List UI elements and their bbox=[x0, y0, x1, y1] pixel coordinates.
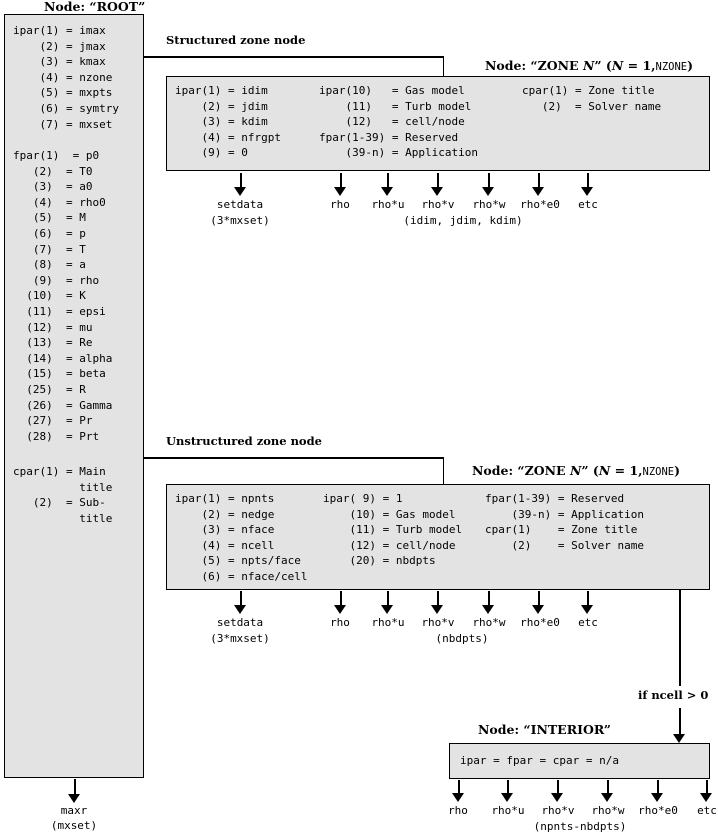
interior-output-arrow-0 bbox=[452, 780, 465, 802]
connector-root-to-structured-horizontal bbox=[144, 56, 444, 58]
structured-zone-flow-label: Structured zone node bbox=[166, 33, 306, 47]
interior-output-label-1: rho*u bbox=[491, 804, 525, 817]
structured-zone-node-title: Node: “ZONE N” (N = 1,NZONE) bbox=[485, 58, 693, 73]
unstructured-zone-node-title: Node: “ZONE N” (N = 1,NZONE) bbox=[472, 463, 680, 478]
zone-title-eq: = 1, bbox=[623, 58, 656, 73]
structured-output-arrow-1 bbox=[334, 173, 347, 197]
unstructured-output-arrow-4 bbox=[482, 591, 495, 615]
root-node-box: ipar(1) = imax (2) = jmax (3) = kmax (4)… bbox=[4, 14, 144, 778]
structured-output-label-4: rho*w bbox=[472, 198, 506, 211]
structured-output-label-0: setdata bbox=[216, 198, 264, 211]
unstructured-output-arrow-3 bbox=[431, 591, 444, 615]
structured-ipar-col: ipar(1) = idim (2) = jdim (3) = kdim (4)… bbox=[175, 84, 281, 160]
zone-title-n2-2: N bbox=[598, 463, 611, 478]
root-output-label: maxr bbox=[60, 804, 88, 817]
structured-output-arrow-6 bbox=[581, 173, 594, 197]
structured-cpar-col: cpar(1) = Zone title (2) = Solver name bbox=[522, 84, 662, 113]
unstructured-output-sublabel-0: (3*mxset) bbox=[210, 632, 270, 645]
unstructured-output-label-4: rho*w bbox=[472, 616, 506, 629]
root-output-arrow bbox=[68, 779, 81, 803]
zone-title-nzone: NZONE bbox=[655, 61, 688, 73]
unstructured-zone-flow-label: Unstructured zone node bbox=[166, 434, 322, 448]
root-output-sublabel: (mxset) bbox=[50, 819, 98, 832]
zone-title-nzone-2: NZONE bbox=[642, 466, 675, 478]
root-cpar-block: cpar(1) = Main title (2) = Sub- title bbox=[13, 465, 113, 525]
zone-title-prefix: Node: “ZONE bbox=[485, 58, 583, 73]
structured-output-label-2: rho*u bbox=[371, 198, 405, 211]
unstructured-output-label-6: etc bbox=[578, 616, 598, 629]
unstructured-output-label-0: setdata bbox=[216, 616, 264, 629]
unstructured-output-arrow-2 bbox=[381, 591, 394, 615]
interior-output-arrow-3 bbox=[601, 780, 614, 802]
interior-output-label-2: rho*v bbox=[541, 804, 575, 817]
interior-input-arrow bbox=[673, 708, 686, 744]
structured-output-label-5: rho*e0 bbox=[520, 198, 560, 211]
unstructured-ipar2-col: ipar( 9) = 1 (10) = Gas model (11) = Tur… bbox=[323, 492, 463, 568]
unstructured-output-label-3: rho*v bbox=[421, 616, 455, 629]
unstructured-output-arrow-6 bbox=[581, 591, 594, 615]
root-ipar-block: ipar(1) = imax (2) = jmax (3) = kmax (4)… bbox=[13, 24, 119, 131]
interior-output-label-3: rho*w bbox=[591, 804, 625, 817]
interior-output-label-4: rho*e0 bbox=[638, 804, 678, 817]
ncell-condition-label: if ncell > 0 bbox=[638, 688, 709, 702]
interior-node-title: Node: “INTERIOR” bbox=[478, 722, 611, 737]
zone-title-n2: N bbox=[611, 58, 624, 73]
interior-output-arrow-2 bbox=[551, 780, 564, 802]
structured-output-label-6: etc bbox=[578, 198, 598, 211]
unstructured-output-label-1: rho bbox=[330, 616, 350, 629]
structured-output-arrow-5 bbox=[532, 173, 545, 197]
unstructured-dims-note: (nbdpts) bbox=[435, 632, 489, 645]
interior-output-arrow-4 bbox=[651, 780, 664, 802]
structured-dims-note: (idim, jdim, kdim) bbox=[403, 214, 523, 227]
root-fpar-block: fpar(1) = p0 (2) = T0 (3) = a0 (4) = rho… bbox=[13, 149, 113, 443]
connector-root-to-structured-vertical bbox=[442, 56, 444, 77]
zone-title-prefix-2: Node: “ZONE bbox=[472, 463, 570, 478]
structured-output-arrow-0 bbox=[234, 173, 247, 197]
connector-root-to-unstructured-vertical bbox=[442, 457, 444, 484]
zone-title-suffix-2: ) bbox=[674, 463, 681, 478]
interior-output-label-5: etc bbox=[697, 804, 717, 817]
structured-zone-box: ipar(1) = idim (2) = jdim (3) = kdim (4)… bbox=[166, 76, 710, 171]
zone-title-mid: ” ( bbox=[594, 58, 612, 73]
structured-ipar-fpar-col: ipar(10) = Gas model (11) = Turb model (… bbox=[319, 84, 478, 160]
interior-output-arrow-5 bbox=[700, 780, 713, 802]
interior-output-label-0: rho bbox=[448, 804, 468, 817]
structured-output-arrow-3 bbox=[431, 173, 444, 197]
unstructured-output-label-5: rho*e0 bbox=[520, 616, 560, 629]
interior-dims-note: (npnts-nbdpts) bbox=[533, 820, 627, 833]
root-node-title: Node: “ROOT” bbox=[44, 0, 146, 14]
unstructured-fpar-cpar-col: fpar(1-39) = Reserved (39-n) = Applicati… bbox=[485, 492, 644, 552]
unstructured-output-label-2: rho*u bbox=[371, 616, 405, 629]
structured-output-label-3: rho*v bbox=[421, 198, 455, 211]
structured-output-sublabel-0: (3*mxset) bbox=[210, 214, 270, 227]
structured-output-arrow-4 bbox=[482, 173, 495, 197]
unstructured-ipar-col: ipar(1) = npnts (2) = nedge (3) = nface … bbox=[175, 492, 308, 583]
unstructured-zone-box: ipar(1) = npnts (2) = nedge (3) = nface … bbox=[166, 484, 710, 590]
connector-unstructured-to-interior-vertical bbox=[679, 590, 681, 686]
unstructured-output-arrow-1 bbox=[334, 591, 347, 615]
unstructured-output-arrow-0 bbox=[234, 591, 247, 615]
interior-output-arrow-1 bbox=[501, 780, 514, 802]
zone-title-n-2: N bbox=[569, 463, 582, 478]
structured-output-arrow-2 bbox=[381, 173, 394, 197]
zone-title-n: N bbox=[582, 58, 595, 73]
connector-root-to-unstructured-horizontal bbox=[144, 457, 444, 459]
interior-body-text: ipar = fpar = cpar = n/a bbox=[460, 754, 619, 767]
zone-title-mid-2: ” ( bbox=[581, 463, 599, 478]
zone-title-suffix: ) bbox=[687, 58, 694, 73]
unstructured-output-arrow-5 bbox=[532, 591, 545, 615]
interior-node-box: ipar = fpar = cpar = n/a bbox=[449, 743, 710, 779]
structured-output-label-1: rho bbox=[330, 198, 350, 211]
zone-title-eq-2: = 1, bbox=[610, 463, 643, 478]
